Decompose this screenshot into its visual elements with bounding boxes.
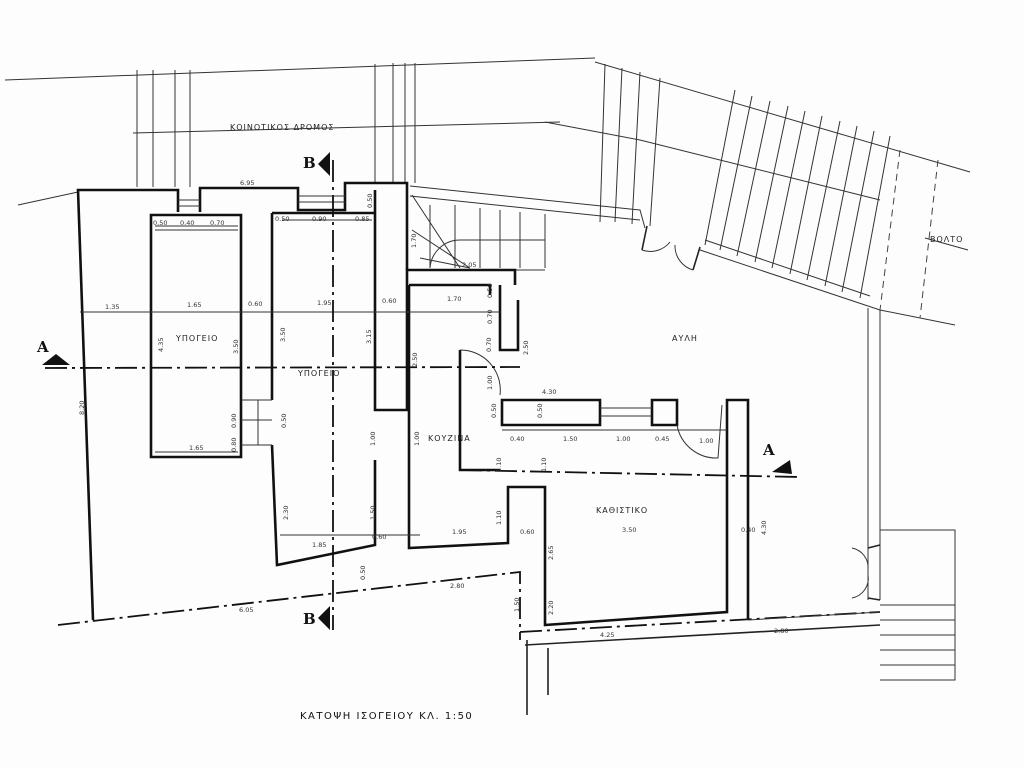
dimension: 2.80 — [774, 627, 788, 635]
dimension: 1.00 — [369, 432, 377, 446]
dimension: 1.10 — [495, 511, 503, 525]
drawing-title: ΚΑΤΟΨΗ ΙΣΟΓΕΙΟΥ ΚΛ. 1:50 — [300, 711, 473, 722]
dimension: 3.50 — [279, 328, 287, 342]
dimension: 0.60 — [372, 533, 386, 541]
dimension: 1.50 — [563, 435, 577, 443]
marker-letter: A — [36, 338, 49, 356]
courtyard-wall — [867, 308, 881, 600]
dimension: 3.50 — [232, 340, 240, 354]
dimension: 0.85 — [355, 215, 369, 223]
dimension: 0.60 — [520, 528, 534, 536]
section-marker-a-left: A — [36, 338, 70, 365]
dimension: 2.05 — [462, 261, 476, 269]
dimension: 1.70 — [447, 295, 461, 303]
dimension: 1.00 — [616, 435, 630, 443]
dimension: 1.85 — [312, 541, 326, 549]
dimension: 1.65 — [187, 301, 201, 309]
dimension: 1.95 — [317, 299, 331, 307]
dimension: 0.50 — [280, 414, 288, 428]
room-label-kitchen: ΚΟΥΖΙΝΑ — [428, 434, 471, 443]
dimension: 6.95 — [240, 179, 254, 187]
section-line-a-right — [459, 469, 801, 478]
site-boundary — [57, 529, 956, 715]
triangle-marker-icon — [318, 606, 330, 630]
dimension: 1.00 — [699, 437, 713, 445]
dimension: 2.50 — [411, 353, 419, 367]
dimension: 4.30 — [542, 388, 556, 396]
room-label-basement-center: ΥΠΟΓΕΙΟ — [297, 369, 340, 378]
dimension: 0.60 — [248, 300, 262, 308]
dimension: 2.65 — [547, 546, 555, 560]
dimension: 4.35 — [157, 338, 165, 352]
dimension: 0.70 — [485, 338, 493, 352]
dimension: 0.50 — [366, 194, 374, 208]
dimension-labels: 6.95 0.50 0.40 0.70 0.50 0.90 0.85 0.50 … — [78, 179, 788, 639]
room-label-living-room: ΚΑΘΙΣΤΙΚΟ — [596, 506, 648, 515]
dimension: 1.10 — [540, 458, 548, 472]
courtyard-label: ΑΥΛΗ — [672, 334, 698, 343]
dimension: 1.50 — [513, 598, 521, 612]
dimension: 0.50 — [359, 566, 367, 580]
dimension: 2.30 — [282, 506, 290, 520]
dimension: 1.10 — [495, 458, 503, 472]
dimension: 0.90 — [230, 414, 238, 428]
dimension: 0.40 — [510, 435, 524, 443]
triangle-marker-icon — [318, 152, 330, 176]
dimension: 0.50 — [490, 404, 498, 418]
dimension: 1.35 — [105, 303, 119, 311]
road-label: ΚΟΙΝΟΤΙΚΟΣ ΔΡΟΜΟΣ — [230, 123, 334, 132]
dimension: 0.70 — [486, 310, 494, 324]
dimension: 1.00 — [413, 432, 421, 446]
dimension: 4.30 — [760, 521, 768, 535]
triangle-marker-icon — [772, 460, 792, 474]
dimension: 2.20 — [547, 601, 555, 615]
dimension: 8.20 — [78, 401, 86, 415]
dimension: 3.15 — [365, 330, 373, 344]
dimension: 0.90 — [312, 215, 326, 223]
room-label-basement-left: ΥΠΟΓΕΙΟ — [175, 334, 218, 343]
dimension: 1.65 — [189, 444, 203, 452]
dimension: 0.60 — [382, 297, 396, 305]
section-marker-b-top: B — [303, 152, 330, 176]
dimension: 2.50 — [522, 341, 530, 355]
building-walls — [76, 181, 750, 627]
dimension: 4.25 — [600, 631, 614, 639]
dimension: 0.45 — [655, 435, 669, 443]
dimension: 0.50 — [153, 219, 167, 227]
marker-letter: B — [303, 610, 316, 628]
dimension: 1.95 — [452, 528, 466, 536]
courtyard-door — [641, 225, 701, 271]
dimension: 1.00 — [486, 376, 494, 390]
dimension: 0.50 — [275, 215, 289, 223]
volto-label: ΒΟΛΤΟ — [930, 235, 963, 244]
dimension: 2.80 — [450, 582, 464, 590]
dimension: 3.50 — [622, 526, 636, 534]
dimension: 0.50 — [486, 284, 494, 298]
exterior-staircase — [409, 61, 971, 326]
dimension: 0.40 — [180, 219, 194, 227]
section-marker-a-right: A — [762, 441, 792, 474]
dimension: 1.70 — [410, 234, 418, 248]
dimension: 6.05 — [239, 606, 253, 614]
section-marker-b-bottom: B — [303, 606, 330, 630]
dimension: 0.50 — [536, 404, 544, 418]
section-line-a — [44, 366, 521, 369]
marker-letter: A — [762, 441, 775, 459]
dimension: 0.40 — [741, 526, 755, 534]
road-lines — [4, 57, 596, 206]
dimension: 0.70 — [210, 219, 224, 227]
marker-letter: B — [303, 154, 316, 172]
dimension: 1.50 — [369, 506, 377, 520]
dimension: 0.80 — [230, 438, 238, 452]
triangle-marker-icon — [42, 354, 70, 365]
